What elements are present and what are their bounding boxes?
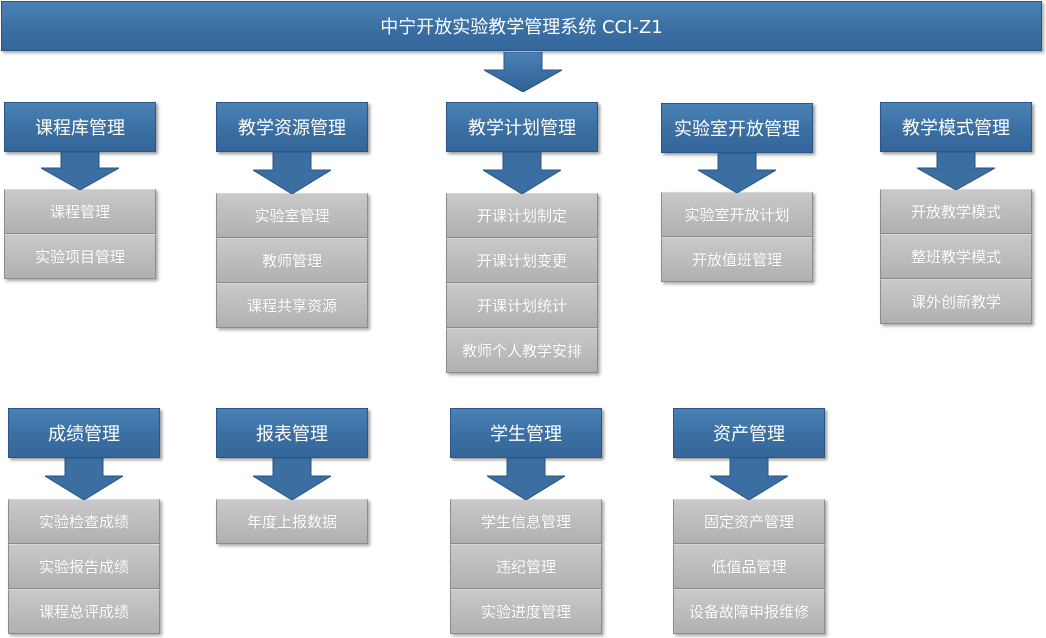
module-teaching-plan: 教学计划管理 开课计划制定 开课计划变更 开课计划统计 教师个人教学安排	[446, 102, 598, 373]
main-arrow-icon	[484, 52, 562, 92]
menu-item[interactable]: 实验进度管理	[450, 589, 602, 634]
module-header[interactable]: 成绩管理	[8, 408, 160, 458]
menu-item[interactable]: 学生信息管理	[450, 499, 602, 544]
menu-item[interactable]: 课程总评成绩	[8, 589, 160, 634]
module-header[interactable]: 报表管理	[216, 408, 368, 458]
menu-item[interactable]: 整班教学模式	[880, 234, 1032, 279]
module-header[interactable]: 资产管理	[673, 408, 825, 458]
menu-item[interactable]: 实验检查成绩	[8, 499, 160, 544]
menu-item[interactable]: 教师管理	[216, 238, 368, 283]
arrow-down-icon	[45, 458, 123, 500]
menu-item[interactable]: 开放值班管理	[661, 237, 813, 282]
system-title: 中宁开放实验教学管理系统 CCI-Z1	[1, 1, 1042, 51]
module-header[interactable]: 课程库管理	[4, 102, 156, 152]
module-course-library: 课程库管理 课程管理 实验项目管理	[4, 102, 156, 279]
menu-item[interactable]: 课程管理	[4, 189, 156, 234]
menu-item[interactable]: 低值品管理	[673, 544, 825, 589]
module-assets: 资产管理 固定资产管理 低值品管理 设备故障申报维修	[673, 408, 825, 634]
module-header[interactable]: 学生管理	[450, 408, 602, 458]
menu-item[interactable]: 开放教学模式	[880, 189, 1032, 234]
module-header[interactable]: 教学资源管理	[216, 102, 368, 152]
module-header[interactable]: 教学模式管理	[880, 102, 1032, 152]
module-reports: 报表管理 年度上报数据	[216, 408, 368, 544]
arrow-down-icon	[253, 152, 331, 194]
module-lab-opening: 实验室开放管理 实验室开放计划 开放值班管理	[661, 103, 813, 282]
menu-item[interactable]: 实验报告成绩	[8, 544, 160, 589]
menu-item[interactable]: 设备故障申报维修	[673, 589, 825, 634]
menu-item[interactable]: 课程共享资源	[216, 283, 368, 328]
menu-item[interactable]: 开课计划变更	[446, 238, 598, 283]
arrow-down-icon	[917, 152, 995, 190]
menu-item[interactable]: 开课计划统计	[446, 283, 598, 328]
module-header[interactable]: 实验室开放管理	[661, 103, 813, 153]
arrow-down-icon	[483, 152, 561, 194]
arrow-down-icon	[698, 153, 776, 193]
module-teaching-resources: 教学资源管理 实验室管理 教师管理 课程共享资源	[216, 102, 368, 328]
menu-item[interactable]: 实验室开放计划	[661, 192, 813, 237]
menu-item[interactable]: 开课计划制定	[446, 193, 598, 238]
menu-item[interactable]: 固定资产管理	[673, 499, 825, 544]
menu-item[interactable]: 课外创新教学	[880, 279, 1032, 324]
menu-item[interactable]: 实验项目管理	[4, 234, 156, 279]
module-header[interactable]: 教学计划管理	[446, 102, 598, 152]
menu-item[interactable]: 实验室管理	[216, 193, 368, 238]
arrow-down-icon	[487, 458, 565, 500]
menu-item[interactable]: 违纪管理	[450, 544, 602, 589]
module-students: 学生管理 学生信息管理 违纪管理 实验进度管理	[450, 408, 602, 634]
module-grades: 成绩管理 实验检查成绩 实验报告成绩 课程总评成绩	[8, 408, 160, 634]
menu-item[interactable]: 年度上报数据	[216, 499, 368, 544]
menu-item[interactable]: 教师个人教学安排	[446, 328, 598, 373]
arrow-down-icon	[710, 458, 788, 500]
module-teaching-mode: 教学模式管理 开放教学模式 整班教学模式 课外创新教学	[880, 102, 1032, 324]
arrow-down-icon	[253, 458, 331, 500]
arrow-down-icon	[41, 152, 119, 190]
